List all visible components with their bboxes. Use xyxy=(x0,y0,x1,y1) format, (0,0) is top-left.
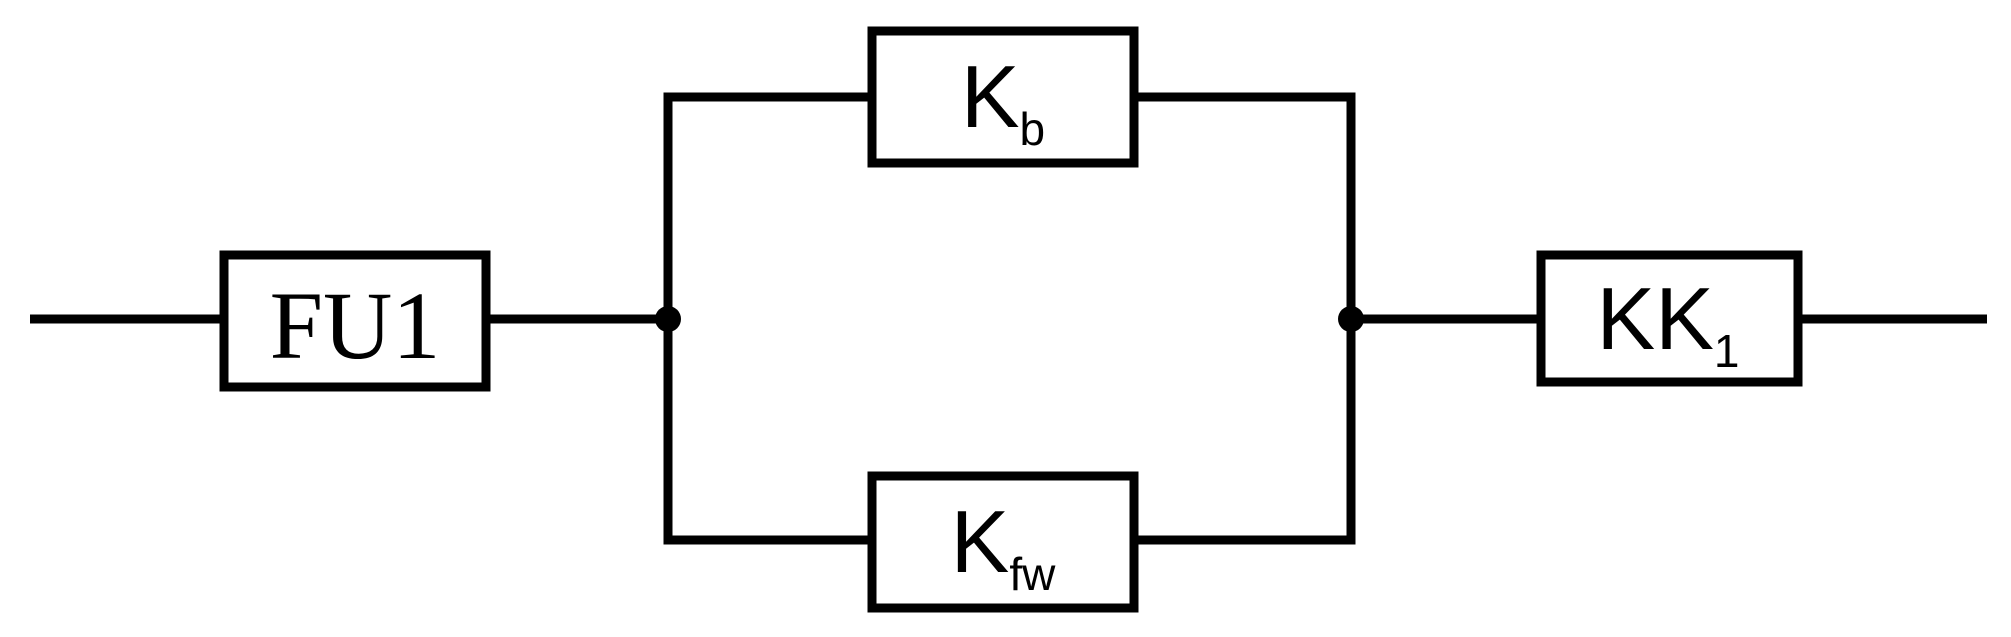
fu1-label: FU1 xyxy=(270,272,441,379)
wire-upper-branch-right xyxy=(1134,92,1356,319)
kk1-box xyxy=(1536,250,1803,387)
kb-box xyxy=(867,26,1139,168)
kk1-label: KK1 xyxy=(1597,269,1740,377)
fu1-box xyxy=(219,250,491,392)
kk1-label-main: KK xyxy=(1597,269,1714,368)
kk1-label-sub: 1 xyxy=(1714,325,1740,377)
wire-lower-branch-right xyxy=(1134,319,1356,545)
kfw-box xyxy=(867,471,1139,613)
wire-lower-branch-left xyxy=(663,319,872,545)
component-fu1: FU1 xyxy=(219,250,491,392)
wire-upper-branch-left xyxy=(663,92,872,319)
kfw-label-main: K xyxy=(951,492,1010,591)
kb-label-sub: b xyxy=(1020,103,1046,155)
component-kb: Kb xyxy=(867,26,1139,168)
component-kfw: Kfw xyxy=(867,471,1139,613)
kfw-label-sub: fw xyxy=(1009,548,1056,600)
junction-right xyxy=(1338,306,1364,332)
junction-left xyxy=(655,306,681,332)
kb-label-main: K xyxy=(961,47,1020,146)
kfw-label: Kfw xyxy=(951,492,1056,600)
component-kk1: KK1 xyxy=(1536,250,1803,387)
kb-label: Kb xyxy=(961,47,1045,155)
